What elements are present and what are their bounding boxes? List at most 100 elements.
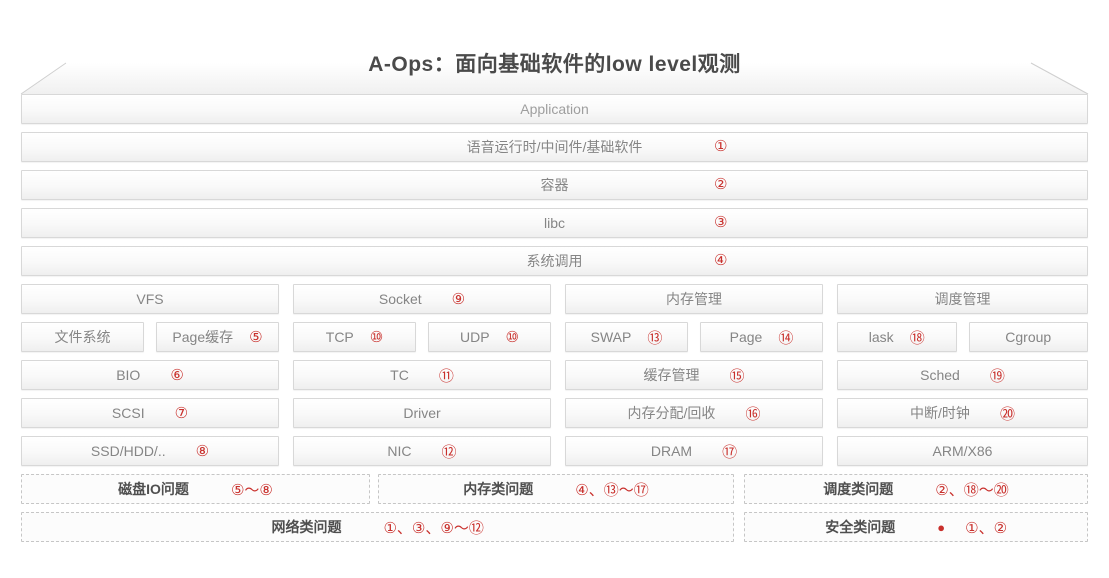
cell-label: SSD/HDD/.. <box>90 443 166 459</box>
cell-label: UDP <box>459 329 490 345</box>
cell-label: Page缓存 <box>172 329 234 345</box>
problem-network: 网络类问题 ①、③、⑨～⑫ <box>21 512 735 542</box>
layer-application: Application <box>21 94 1088 124</box>
cell-number-badge: ⑮ <box>729 367 745 385</box>
layer-label: 系统调用 <box>526 253 583 269</box>
bullet-dot-icon: ● <box>937 519 946 535</box>
problem-row-2: 网络类问题 ①、③、⑨～⑫ 安全类问题 ● ①、② <box>21 512 1088 542</box>
layer-label: 语音运行时/中间件/基础软件 <box>466 139 643 155</box>
cell-number-badge: ⑯ <box>745 405 761 423</box>
layer-label: Application <box>520 101 589 117</box>
cell-bio: BIO ⑥ <box>21 360 279 390</box>
cell-mem-alloc: 内存分配/回收 ⑯ <box>565 398 823 428</box>
cell-udp: UDP ⑩ <box>428 322 551 352</box>
cell-label: lask <box>868 329 894 345</box>
layer-number-badge: ② <box>714 176 728 193</box>
cell-number-badge: ⑤ <box>249 329 263 346</box>
cell-label: Socket <box>378 291 422 307</box>
cell-driver: Driver <box>293 398 551 428</box>
slide-title: A-Ops：面向基础软件的low level观测 <box>368 53 741 76</box>
problem-scheduling: 调度类问题 ②、⑱～⑳ <box>744 474 1088 504</box>
problem-row-1: 磁盘IO问题 ⑤～⑧ 内存类问题 ④、⑬～⑰ 调度类问题 ②、⑱～⑳ <box>21 474 1088 504</box>
cell-label: TCP <box>325 329 354 345</box>
cell-page: Page ⑭ <box>700 322 823 352</box>
cell-sched-mgmt: 调度管理 <box>837 284 1088 314</box>
cell-label: 内存分配/回收 <box>627 405 716 421</box>
cell-label: ARM/X86 <box>932 443 993 459</box>
cell-label: NIC <box>387 443 412 459</box>
layer-libc: libc ③ <box>21 208 1088 238</box>
problem-label: 内存类问题 <box>463 481 534 497</box>
cell-ssd-hdd: SSD/HDD/.. ⑧ <box>21 436 279 466</box>
cell-number-badge: ⑩ <box>505 329 519 346</box>
cell-sched: Sched ⑲ <box>837 360 1088 390</box>
split-row: lask ⑱ Cgroup <box>837 322 1088 352</box>
problem-memory: 内存类问题 ④、⑬～⑰ <box>378 474 734 504</box>
cell-number-badge: ⑧ <box>195 443 210 460</box>
split-row: SWAP ⑬ Page ⑭ <box>565 322 823 352</box>
cell-label: 文件系统 <box>54 329 111 345</box>
cell-interrupt-clock: 中断/时钟 ⑳ <box>837 398 1088 428</box>
cell-label: SCSI <box>111 405 145 421</box>
cell-tc: TC ⑪ <box>293 360 551 390</box>
layer-number-badge: ③ <box>714 214 728 231</box>
cell-label: 缓存管理 <box>643 367 700 383</box>
cell-label: Driver <box>403 405 441 421</box>
cell-page-cache: Page缓存 ⑤ <box>156 322 279 352</box>
cell-vfs: VFS <box>21 284 279 314</box>
cell-label: 中断/时钟 <box>910 405 970 421</box>
column-network: Socket ⑨ TCP ⑩ UDP ⑩ TC ⑪ <box>293 284 551 466</box>
cell-scsi: SCSI ⑦ <box>21 398 279 428</box>
layer-container: 容器 ② <box>21 170 1088 200</box>
cell-label: 调度管理 <box>934 291 991 307</box>
subsystem-grid: VFS 文件系统 Page缓存 ⑤ BIO ⑥ SCSI <box>21 284 1088 466</box>
problem-label: 网络类问题 <box>271 519 342 535</box>
problem-number-range: ④、⑬～⑰ <box>575 481 649 499</box>
cell-number-badge: ⑬ <box>647 329 663 347</box>
cell-number-badge: ⑥ <box>170 367 184 384</box>
problem-label: 磁盘IO问题 <box>118 481 189 497</box>
cell-number-badge: ⑫ <box>441 443 457 461</box>
cell-label: 内存管理 <box>666 291 722 307</box>
cell-task: lask ⑱ <box>837 322 957 352</box>
problem-number-range: ①、② <box>965 519 1008 537</box>
split-row: TCP ⑩ UDP ⑩ <box>293 322 551 352</box>
cell-cache-mgmt: 缓存管理 ⑮ <box>565 360 823 390</box>
column-memory: 内存管理 SWAP ⑬ Page ⑭ 缓存管理 ⑮ <box>565 284 823 466</box>
cell-memory-mgmt: 内存管理 <box>565 284 823 314</box>
layer-number-badge: ④ <box>714 252 728 269</box>
cell-number-badge: ⑳ <box>999 405 1015 423</box>
cell-label: DRAM <box>650 443 693 459</box>
cell-socket: Socket ⑨ <box>293 284 551 314</box>
cell-tcp: TCP ⑩ <box>293 322 416 352</box>
problem-disk-io: 磁盘IO问题 ⑤～⑧ <box>21 474 370 504</box>
cell-number-badge: ⑭ <box>778 329 794 347</box>
cell-label: TC <box>390 367 409 383</box>
cell-number-badge: ⑨ <box>451 291 466 308</box>
cell-swap: SWAP ⑬ <box>565 322 688 352</box>
layer-runtime-middleware: 语音运行时/中间件/基础软件 ① <box>21 132 1088 162</box>
split-row: 文件系统 Page缓存 ⑤ <box>21 322 279 352</box>
layer-label: libc <box>543 215 565 231</box>
cell-number-badge: ⑪ <box>438 367 454 385</box>
cell-arm-x86: ARM/X86 <box>837 436 1088 466</box>
problem-number-range: ⑤～⑧ <box>230 481 273 499</box>
cell-label: SWAP <box>590 329 632 345</box>
cell-label: BIO <box>116 367 141 383</box>
3d-top-face <box>20 62 1089 95</box>
cell-label: VFS <box>136 291 164 307</box>
column-disk-io: VFS 文件系统 Page缓存 ⑤ BIO ⑥ SCSI <box>21 284 279 466</box>
cell-number-badge: ⑲ <box>989 367 1005 385</box>
cell-label: Cgroup <box>1005 329 1052 345</box>
cell-number-badge: ⑱ <box>909 329 925 347</box>
cell-label: Page <box>729 329 763 345</box>
cell-label: Sched <box>920 367 960 383</box>
cell-number-badge: ⑩ <box>369 329 384 346</box>
problem-number-range: ①、③、⑨～⑫ <box>383 519 484 537</box>
cell-number-badge: ⑦ <box>174 405 189 422</box>
problem-security: 安全类问题 ● ①、② <box>744 512 1088 542</box>
problem-number-range: ②、⑱～⑳ <box>935 481 1009 499</box>
cell-dram: DRAM ⑰ <box>565 436 823 466</box>
column-scheduling: 调度管理 lask ⑱ Cgroup Sched ⑲ 中断/时钟 <box>837 284 1088 466</box>
